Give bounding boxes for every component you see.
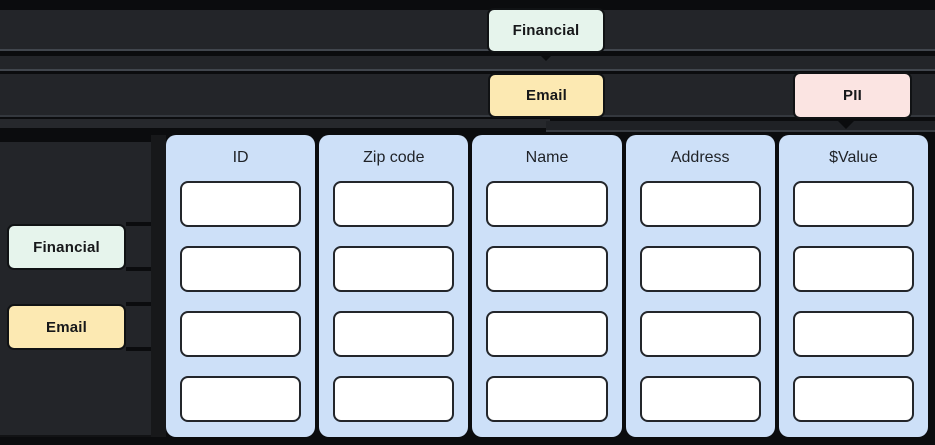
column-header: Zip code — [363, 149, 425, 166]
schema-band-4-right — [546, 121, 935, 132]
table-cell — [792, 181, 915, 227]
row-separator — [126, 302, 151, 306]
panel-table-gutter — [151, 135, 166, 437]
data-table: ID Zip code Name Address — [166, 135, 929, 437]
schema-band-4-left — [0, 119, 550, 128]
table-cell — [486, 246, 608, 292]
schema-band-2 — [0, 56, 935, 71]
tag-email-side[interactable]: Email — [7, 304, 126, 350]
row-separator — [126, 267, 151, 271]
table-cell — [333, 246, 455, 292]
row-tags-panel: Financial Email — [0, 142, 151, 437]
row-separator — [126, 347, 151, 351]
table-column-address: Address — [625, 135, 775, 437]
tag-pii-top[interactable]: PII — [793, 72, 912, 119]
table-cell — [792, 246, 915, 292]
tag-email-top[interactable]: Email — [488, 73, 605, 118]
band-notch — [838, 121, 854, 129]
table-cell — [486, 376, 608, 422]
column-header: $Value — [829, 149, 878, 166]
schema-band-1 — [0, 10, 935, 51]
schema-band-3 — [0, 74, 935, 117]
column-header: Address — [670, 149, 730, 166]
tag-financial-side[interactable]: Financial — [7, 224, 126, 270]
table-cell — [486, 181, 608, 227]
table-cell — [180, 246, 302, 292]
table-column-id: ID — [166, 135, 316, 437]
table-column-value: $Value — [778, 135, 929, 437]
table-cell — [333, 311, 455, 357]
table-cell — [180, 311, 302, 357]
table-cell — [333, 181, 455, 227]
table-cell — [792, 376, 915, 422]
table-cell — [486, 311, 608, 357]
table-column-name: Name — [472, 135, 622, 437]
table-cell — [180, 376, 302, 422]
band-notch — [538, 53, 554, 61]
table-cell — [639, 311, 761, 357]
table-cell — [639, 246, 761, 292]
table-cell — [639, 376, 761, 422]
table-cell — [333, 376, 455, 422]
column-header: ID — [232, 149, 249, 166]
table-cell — [792, 311, 915, 357]
table-column-zip-code: Zip code — [319, 135, 469, 437]
row-separator — [126, 222, 151, 226]
column-header: Name — [525, 149, 569, 166]
table-cell — [180, 181, 302, 227]
table-cell — [639, 181, 761, 227]
tag-financial-top[interactable]: Financial — [487, 8, 605, 53]
